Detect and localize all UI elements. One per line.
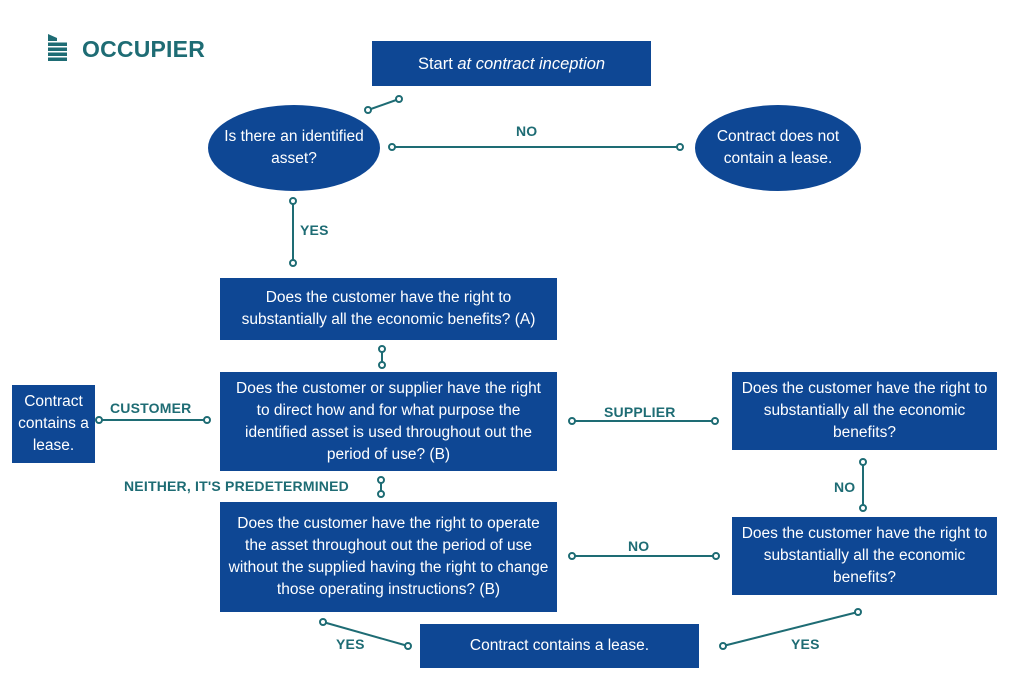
connector-yes-left — [319, 618, 412, 650]
no-lease-outcome-text: Contract does not contain a lease. — [716, 128, 840, 167]
connector-no-middle — [568, 552, 720, 560]
operate-asset-b-box: Does the customer have the right to oper… — [220, 502, 557, 612]
start-node-emphasis: at contract inception — [457, 54, 606, 73]
edge-label-neither: NEITHER, IT'S PREDETERMINED — [124, 478, 349, 494]
connector-supplier — [568, 417, 719, 425]
contains-lease-left-text: Contract contains a lease. — [18, 393, 89, 454]
edge-label-yes-identified: YES — [300, 222, 329, 238]
no-lease-outcome: Contract does not contain a lease. — [695, 105, 861, 191]
supplier-benefits-bottom-text: Does the customer have the right to subs… — [741, 525, 988, 586]
direct-use-b-box: Does the customer or supplier have the r… — [220, 372, 557, 471]
edge-label-yes-left: YES — [336, 636, 365, 652]
contains-lease-bottom-box: Contract contains a lease. — [420, 624, 699, 668]
connector-start-to-question — [364, 95, 403, 114]
building-icon — [48, 34, 67, 61]
start-node-label: Start — [417, 54, 458, 73]
operate-asset-b-text: Does the customer have the right to oper… — [228, 515, 549, 598]
start-node: Start at contract inception — [372, 41, 651, 86]
economic-benefits-a-box: Does the customer have the right to subs… — [220, 278, 557, 340]
logo-text: OCCUPIER — [82, 35, 206, 62]
connector-no-top — [388, 143, 684, 151]
logo: OCCUPIER — [48, 34, 205, 64]
economic-benefits-a-text: Does the customer have the right to subs… — [241, 289, 536, 328]
edge-label-yes-right: YES — [791, 636, 820, 652]
connector-neither — [377, 476, 385, 498]
direct-use-b-text: Does the customer or supplier have the r… — [236, 379, 541, 463]
edge-label-supplier: SUPPLIER — [604, 404, 676, 420]
contains-lease-bottom-text: Contract contains a lease. — [469, 637, 650, 654]
supplier-benefits-top-text: Does the customer have the right to subs… — [741, 380, 988, 441]
supplier-benefits-top-box: Does the customer have the right to subs… — [732, 372, 997, 450]
edge-label-no-right: NO — [834, 479, 856, 495]
contains-lease-left-box: Contract contains a lease. — [12, 385, 95, 463]
connector-no-right — [859, 458, 867, 512]
identified-asset-question-text: Is there an identified asset? — [224, 128, 364, 167]
connector-yes-identified — [289, 197, 297, 267]
supplier-benefits-bottom-box: Does the customer have the right to subs… — [732, 517, 997, 595]
connector-a-to-b — [378, 345, 386, 369]
connector-yes-right — [719, 608, 862, 650]
identified-asset-question: Is there an identified asset? — [208, 105, 380, 191]
edge-label-customer: CUSTOMER — [110, 400, 192, 416]
edge-label-no-middle: NO — [628, 538, 650, 554]
edge-label-no-top: NO — [516, 123, 538, 139]
connector-customer — [95, 416, 211, 424]
